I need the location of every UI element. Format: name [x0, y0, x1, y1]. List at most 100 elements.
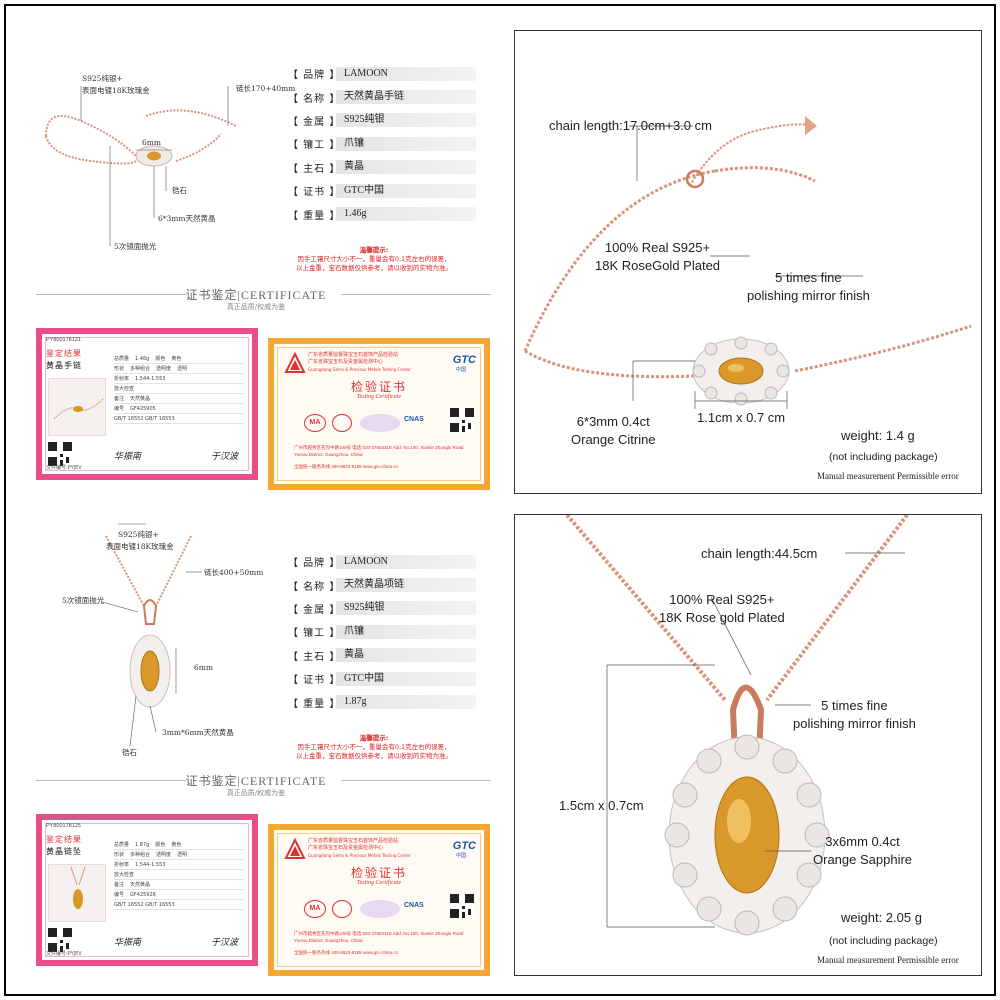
polish-line-2: polishing mirror finish [747, 288, 870, 303]
spec-value: 黄晶 [336, 648, 476, 663]
spec-value: GTC中国 [336, 183, 476, 198]
spec-row: 【 镶工 】爪镶 [286, 132, 476, 155]
bracelet-material: 100% Real S925+ 18K RoseGold Plated [595, 239, 720, 275]
tips-title: 温馨提示: [359, 246, 389, 254]
card-field-row: 备注天然黄晶 [114, 394, 244, 404]
gtc-logo-cn: 中国 [455, 367, 466, 373]
bracelet-width-label: 6mm [142, 138, 161, 147]
necklace-material: 100% Real S925+ 18K Rose gold Plated [659, 591, 785, 627]
spec-row: 【 品牌 】LAMOON [286, 62, 476, 85]
spec-key: 【 金属 】 [288, 604, 341, 616]
necklace-height-label: 6mm [194, 663, 213, 672]
polish-line-2: polishing mirror finish [793, 716, 916, 731]
spec-row: 【 金属 】S925纯银 [286, 109, 476, 132]
card-field-row: 备注天然黄晶 [114, 880, 244, 890]
card-field-row: 放大检查 [114, 384, 244, 394]
necklace-chain-label: 链长400+50mm [204, 568, 264, 577]
card-field-row: 形状多种组合透明度透明 [114, 364, 244, 374]
qr-code-icon [450, 408, 474, 432]
cnas-badge: CNAS [404, 416, 424, 423]
card-file-number: 文件编号:PYJEV [46, 951, 82, 957]
necklace-weight: weight: 2.05 g [841, 910, 922, 925]
spec-value: 爪镶 [336, 624, 476, 639]
gtc-title-en: Testing Certificate [356, 394, 402, 400]
qr-code-icon [48, 442, 72, 466]
spec-key: 【 名称 】 [288, 93, 341, 105]
spec-value: 天然黄晶手链 [336, 90, 476, 105]
card-serial: PY800178125 [46, 823, 81, 829]
card-codes: GB/T 16552 GB/T 16553 [114, 900, 244, 910]
card-product-name: 黄晶手链 [46, 361, 82, 370]
bracelet-size: 1.1cm x 0.7 cm [697, 410, 786, 425]
spec-key: 【 证书 】 [288, 675, 341, 687]
certificate-title: 证书鉴定|CERTIFICATE [185, 288, 327, 302]
spec-key: 【 主石 】 [288, 651, 341, 663]
spec-value: S925纯银 [336, 113, 476, 128]
bracelet-image [523, 116, 972, 409]
gtc-title: 检验证书 [350, 380, 407, 394]
bracelet-polish-label: 5次镜面抛光 [114, 242, 157, 251]
card-field-row: 放大检查 [114, 870, 244, 880]
bracelet-plating-label: 表面电镀18K玫瑰金 [82, 86, 150, 95]
spec-key: 【 重量 】 [288, 210, 341, 222]
stamp-icon [360, 414, 400, 432]
spec-key: 【 主石 】 [288, 163, 341, 175]
spec-value: 黄晶 [336, 160, 476, 175]
bracelet-weight: weight: 1.4 g [841, 428, 915, 443]
bracelet-diagram [45, 86, 237, 246]
card-field-row: 形状多种组合透明度透明 [114, 850, 244, 860]
spec-row: 【 名称 】天然黄晶手链 [286, 85, 476, 108]
gtc-website: 全国统一服务热线 400-8823-8188 www.gtc-china.cn [294, 950, 399, 955]
material-line-1: 100% Real S925+ [669, 592, 775, 607]
polish-line-1: 5 times fine [821, 698, 888, 713]
spec-value: 1.46g [336, 207, 476, 222]
gtc-address: 广州市越秀区先烈中路100号 电话:020-37653318 Add: No.1… [294, 445, 464, 457]
bracelet-package-note: (not including package) [829, 451, 938, 463]
necklace-tips: 温馨提示: 因手工镶尺寸大小不一，重量会有0.1克左右的误差， 以上金重，宝石数… [274, 734, 474, 761]
spec-key: 【 金属 】 [288, 116, 341, 128]
necklace-plating-label: 表面电镀18K玫瑰金 [106, 542, 174, 551]
bracelet-tips: 温馨提示: 因手工镶尺寸大小不一，重量会有0.1克左右的误差， 以上金重，宝石数… [274, 246, 474, 273]
gtc-header: 广东省质量监督珠宝玉石首饰产品检验站 广东省珠宝玉石及贵金属检测中心 Guang… [308, 838, 411, 858]
card-title: 鉴定结果 [46, 835, 82, 844]
gtc-certificate-card: 广东省质量监督珠宝玉石首饰产品检验站 广东省珠宝玉石及贵金属检测中心 Guang… [268, 338, 490, 490]
divider [341, 780, 491, 781]
stone-line-2: Orange Citrine [571, 432, 656, 447]
cma-badge: MA [304, 414, 326, 432]
cma-badge: MA [304, 900, 326, 918]
spec-key: 【 镶工 】 [288, 628, 341, 640]
card-signature-2: 于汉波 [210, 452, 238, 462]
certificate-subtitle: 真正品质/权威为鉴 [226, 303, 286, 311]
spec-key: 【 证书 】 [288, 187, 341, 199]
bracelet-chain-length: chain length:17.0cm+3.0 cm [549, 118, 712, 133]
necklace-polish: 5 times fine polishing mirror finish [793, 697, 916, 733]
bracelet-silver-label: S925纯银+ [82, 74, 123, 83]
spec-key: 【 品牌 】 [288, 70, 341, 82]
bracelet-stone: 6*3mm 0.4ct Orange Citrine [571, 413, 656, 449]
spec-value: 1.87g [336, 695, 476, 710]
divider [36, 294, 186, 295]
necklace-stone: 3x6mm 0.4ct Orange Sapphire [813, 833, 912, 869]
necklace-spec-table: 【 品牌 】LAMOON 【 名称 】天然黄晶项链 【 金属 】S925纯银 【… [286, 550, 476, 714]
seal-icon [332, 900, 352, 918]
spec-row: 【 主石 】黄晶 [286, 644, 476, 667]
stamp-icon [360, 900, 400, 918]
necklace-silver-label: S925纯银+ [118, 530, 159, 539]
stone-line-1: 3x6mm 0.4ct [825, 834, 900, 849]
gtc-logo: GTC [452, 840, 476, 852]
spec-key: 【 品牌 】 [288, 558, 341, 570]
divider [36, 780, 186, 781]
gtc-title-en: Testing Certificate [356, 880, 402, 886]
necklace-size: 1.5cm x 0.7cm [559, 798, 644, 813]
seal-icon [332, 414, 352, 432]
spec-row: 【 重量 】1.87g [286, 690, 476, 713]
spec-row: 【 证书 】GTC中国 [286, 179, 476, 202]
card-title: 鉴定结果 [46, 349, 82, 358]
necklace-citrine-label: 3mm*6mm天然黄晶 [162, 728, 234, 737]
